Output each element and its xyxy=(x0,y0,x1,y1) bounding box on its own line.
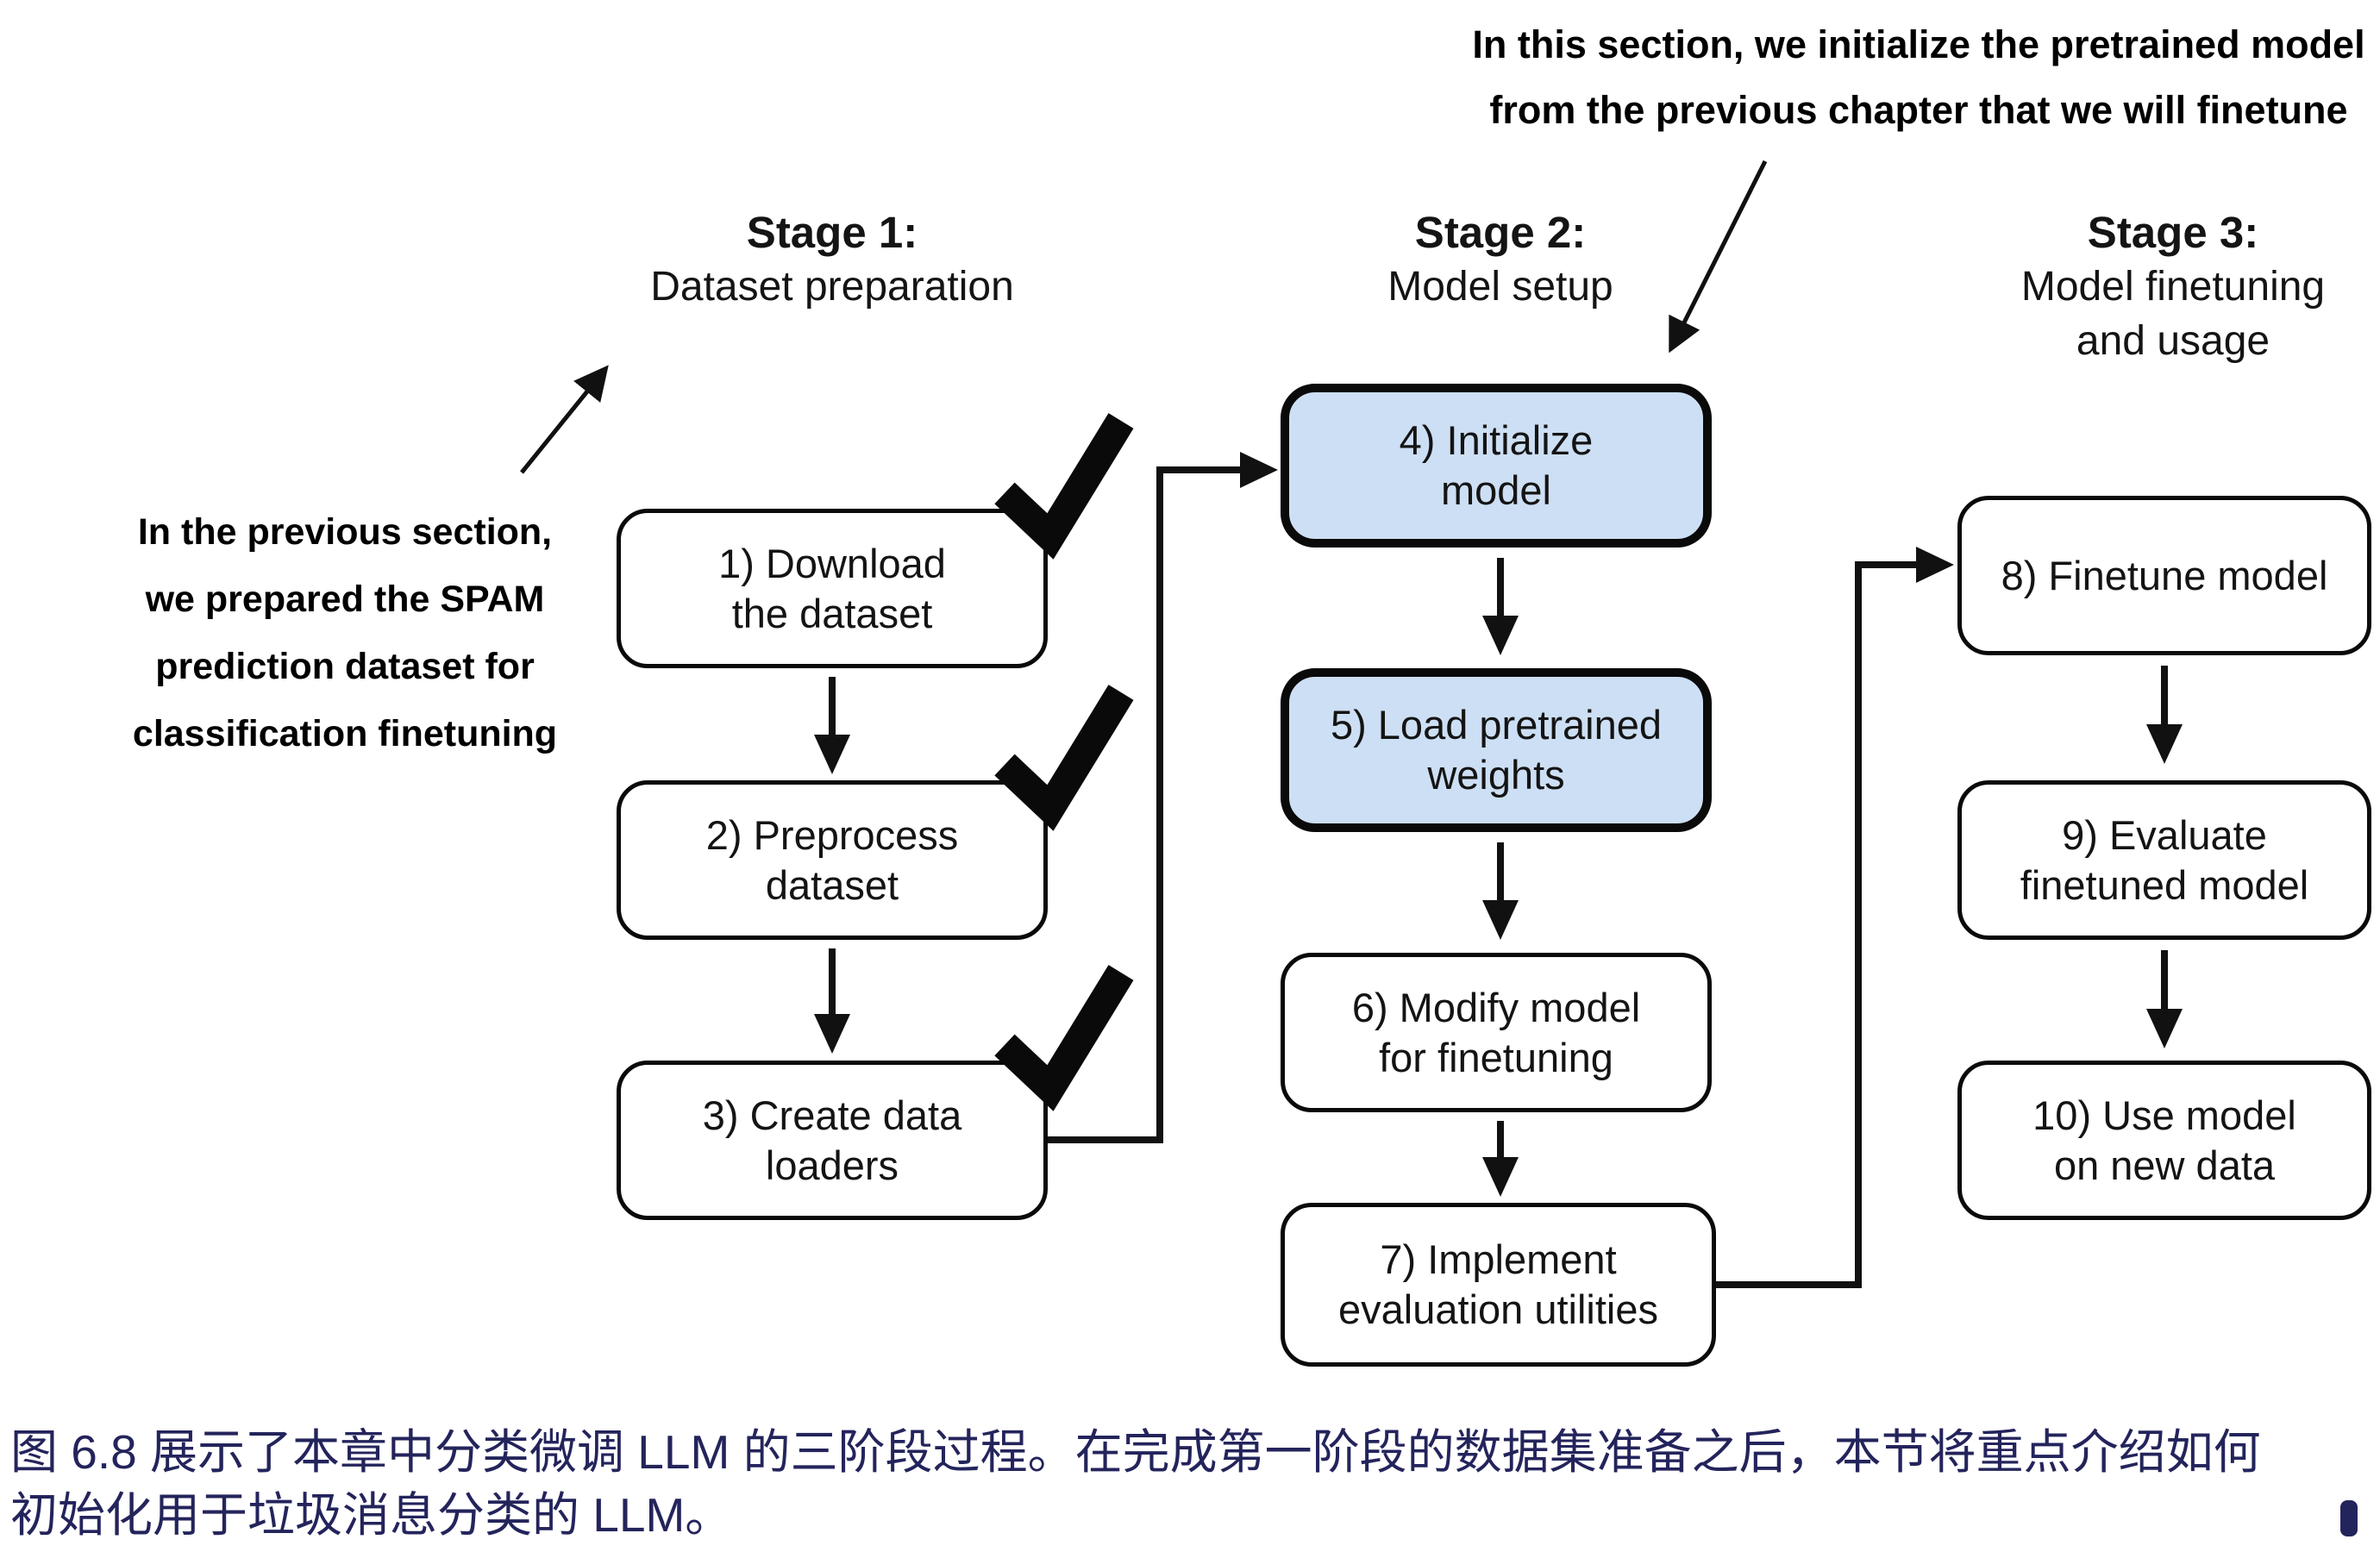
arrowhead-box4-box5 xyxy=(1482,616,1519,655)
flow-box-10-use-model-new-data: 10) Use model on new data xyxy=(1957,1061,2371,1220)
arrowhead-box3-box4 xyxy=(1240,452,1278,488)
flow-box-7-implement-evaluation-utilities: 7) Implement evaluation utilities xyxy=(1281,1203,1716,1367)
stage-3-title: Stage 3: xyxy=(2087,208,2259,257)
flow-box-5-load-pretrained-weights: 5) Load pretrained weights xyxy=(1281,668,1712,832)
flow-box-8-finetune-model: 8) Finetune model xyxy=(1957,496,2371,655)
arrowhead-box1-box2 xyxy=(814,735,850,774)
flow-box-4-initialize-model: 4) Initialize model xyxy=(1281,384,1712,548)
figure-caption: 图 6.8 展示了本章中分类微调 LLM 的三阶段过程。在完成第一阶段的数据集准… xyxy=(10,1425,2261,1542)
arrowhead-box6-box7 xyxy=(1482,1157,1519,1197)
stage-3-subtitle: Model finetuning xyxy=(2020,264,2326,310)
stage-2-header: Stage 2: Model setup xyxy=(1199,205,1802,314)
elbow-connector-box7-box8 xyxy=(1716,561,1926,1288)
caption-cursor-blob xyxy=(2340,1500,2358,1536)
stage-1-header: Stage 1: Dataset preparation xyxy=(530,205,1134,314)
arrowhead-box7-box8 xyxy=(1916,547,1954,583)
stage-1-title: Stage 1: xyxy=(746,208,918,257)
flow-box-9-evaluate-finetuned-model: 9) Evaluate finetuned model xyxy=(1957,780,2371,940)
flow-box-6-modify-model: 6) Modify model for finetuning xyxy=(1281,953,1712,1112)
flow-box-1-download-dataset: 1) Download the dataset xyxy=(617,509,1048,668)
stage-3-subtitle-2: and usage xyxy=(2076,318,2270,364)
stage-2-title: Stage 2: xyxy=(1414,208,1587,257)
annotation-top: In this section, we initialize the pretr… xyxy=(1472,22,2365,132)
arrowhead-box5-box6 xyxy=(1482,900,1519,940)
arrowhead-box2-box3 xyxy=(814,1014,850,1054)
elbow-connector-box3-box4 xyxy=(1048,466,1249,1143)
arrowhead-box8-box9 xyxy=(2146,724,2183,764)
stage-3-header: Stage 3: Model finetuning and usage xyxy=(1871,205,2380,368)
annotation-left: In the previous section, we prepared the… xyxy=(132,511,558,754)
annotation-arrow-left xyxy=(520,365,609,474)
flow-box-2-preprocess-dataset: 2) Preprocess dataset xyxy=(617,780,1048,940)
flow-box-3-create-data-loaders: 3) Create data loaders xyxy=(617,1061,1048,1220)
stage-2-subtitle: Model setup xyxy=(1387,264,1613,310)
arrowhead-box9-box10 xyxy=(2146,1009,2183,1048)
stage-1-subtitle: Dataset preparation xyxy=(650,264,1014,310)
